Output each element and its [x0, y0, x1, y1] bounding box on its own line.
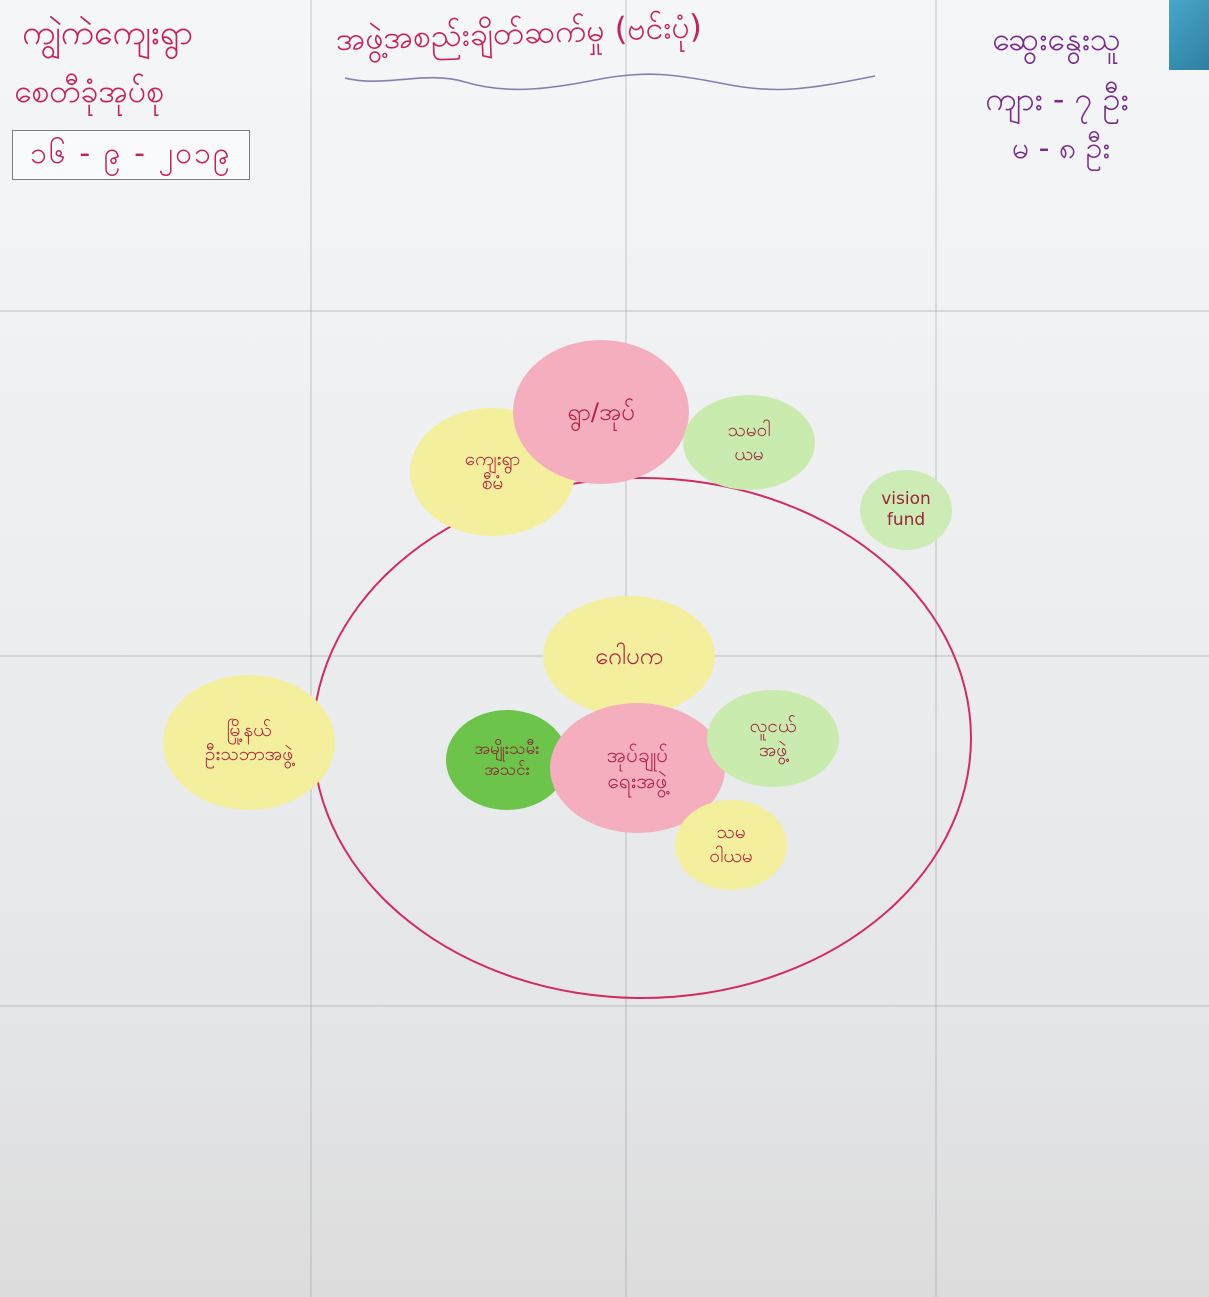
- title-underline: [345, 73, 876, 91]
- sticky-circle-cooperative-bottom: သမ ဝါယမ: [675, 800, 787, 890]
- sticky-circle-youth-group: လူငယ် အဖွဲ့: [707, 690, 839, 787]
- circle-label: ကျေးရွာ စီမံ: [464, 448, 521, 494]
- circle-label: အုပ်ချုပ် ရေးအဖွဲ့: [606, 742, 669, 793]
- circle-label: သမ ဝါယမ: [709, 821, 753, 867]
- sticky-circle-village-head: ရွာ/အုပ်: [513, 340, 689, 484]
- sticky-circle-monastery-committee: ဂေါပက: [543, 596, 715, 716]
- fold-line: [0, 310, 1209, 312]
- circle-label: အမျိုးသမီး အသင်း: [474, 738, 540, 780]
- circle-label: သမဝါ ယမ: [727, 418, 771, 465]
- participants-male: ကျား - ၇ ဦး: [985, 80, 1129, 118]
- sticky-circle-cooperative-top: သမဝါ ယမ: [683, 395, 815, 490]
- sticky-circle-township-group: မြို့နယ် ဦးသဘာအဖွဲ့: [163, 675, 335, 810]
- village-tract-name: စေတီခုံအုပ်စု: [14, 72, 165, 110]
- blue-table-corner: [1169, 0, 1209, 70]
- circle-label: လူငယ် အဖွဲ့: [749, 714, 797, 761]
- date-label: ၁၆ - ၉ - ၂၀၁၉: [12, 130, 250, 180]
- sticky-circle-vision-fund: vision fund: [860, 470, 952, 550]
- circle-label: မြို့နယ် ဦးသဘာအဖွဲ့: [204, 718, 294, 765]
- circle-label: ရွာ/အုပ်: [567, 398, 635, 426]
- fold-line: [310, 0, 312, 1297]
- participants-title: ဆွေးနွေးသူ: [992, 20, 1121, 58]
- circle-label: vision fund: [881, 488, 931, 530]
- diagram-title: အဖွဲ့အစည်းချိတ်ဆက်မှု (ဗင်းပုံ): [335, 7, 703, 58]
- circle-label: ဂေါပက: [594, 642, 664, 670]
- participants-female: မ - ၈ ဦး: [1012, 131, 1110, 166]
- village-name: ကျွဲကဲကျေးရွာ: [22, 13, 194, 53]
- sticky-circle-womens-association: အမျိုးသမီး အသင်း: [446, 710, 568, 810]
- fold-line: [0, 1005, 1209, 1007]
